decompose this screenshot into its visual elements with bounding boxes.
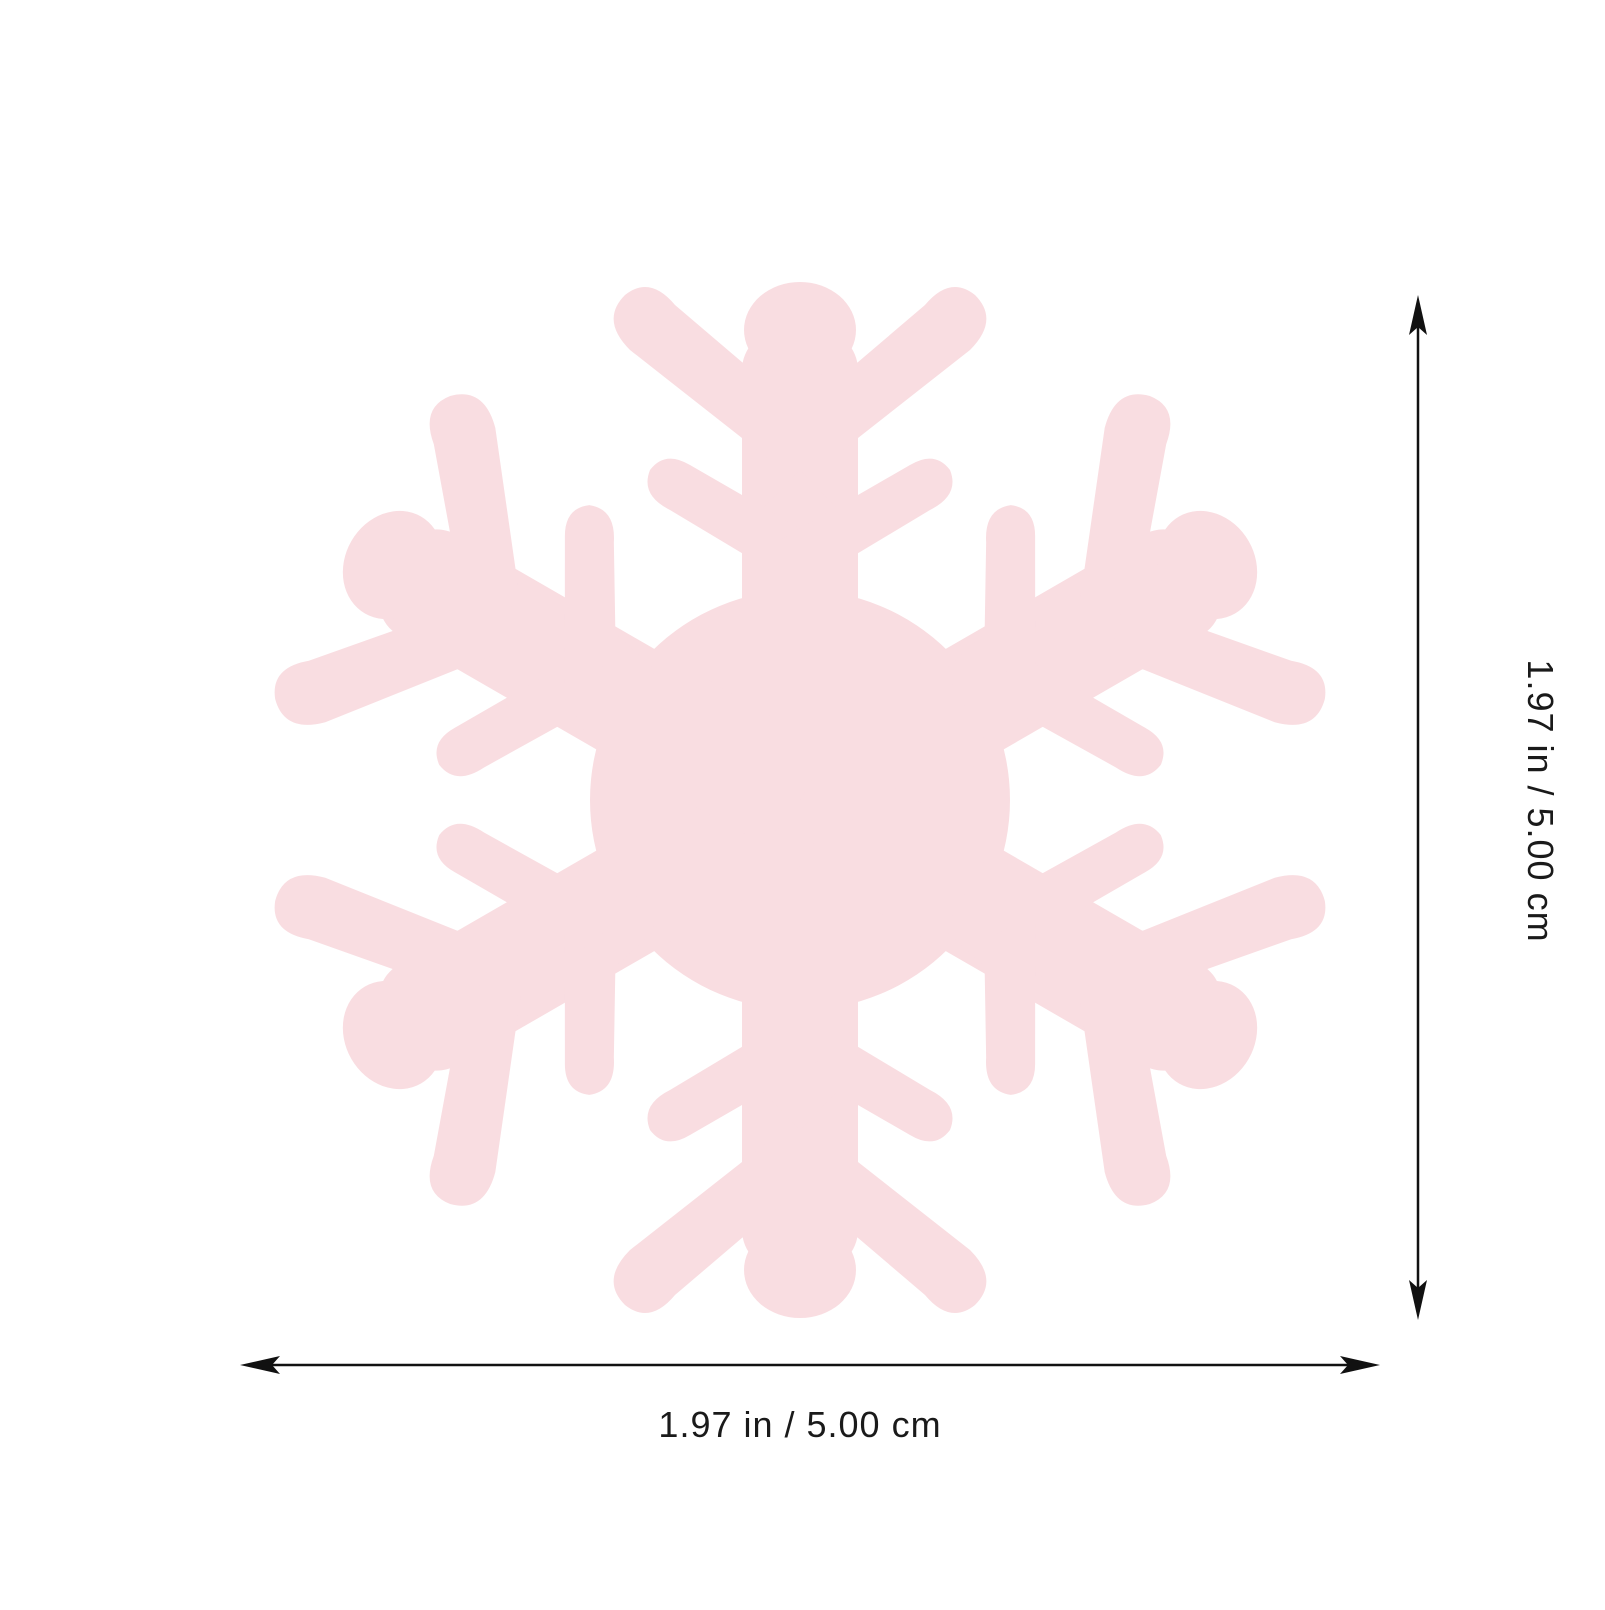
height-dimension-arrow <box>1409 295 1427 1320</box>
snowflake-shape <box>258 282 1342 1318</box>
height-dimension-label: 1.97 in / 5.00 cm <box>1520 659 1561 943</box>
width-dimension-label: 1.97 in / 5.00 cm <box>658 1404 942 1445</box>
width-dimension-arrow <box>240 1356 1380 1374</box>
